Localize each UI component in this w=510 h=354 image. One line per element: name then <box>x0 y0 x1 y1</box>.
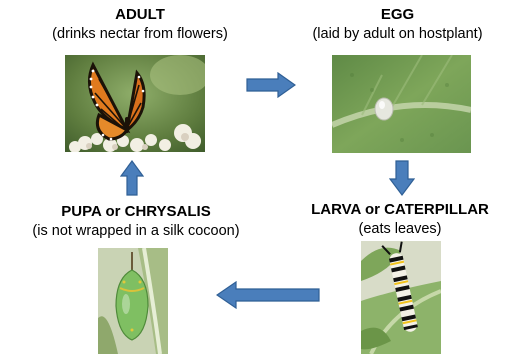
larva-subtitle: (eats leaves) <box>300 220 500 238</box>
egg-title: EGG <box>285 6 510 25</box>
arrow-left-shape <box>217 282 319 308</box>
egg-subtitle: (laid by adult on hostplant) <box>285 25 510 43</box>
arrow-egg-to-larva <box>389 160 415 196</box>
egg-label: EGG (laid by adult on hostplant) <box>285 6 510 43</box>
caterpillar-image <box>361 241 441 354</box>
adult-title: ADULT <box>20 6 260 25</box>
adult-subtitle: (drinks nectar from flowers) <box>20 25 260 43</box>
egg-on-leaf-image <box>332 55 471 153</box>
arrow-up-shape <box>121 161 143 195</box>
arrow-adult-to-egg <box>246 72 296 98</box>
arrow-down-shape <box>390 161 414 195</box>
pupa-label: PUPA or CHRYSALIS (is not wrapped in a s… <box>0 203 272 240</box>
chrysalis-image <box>98 248 168 354</box>
pupa-title: PUPA or CHRYSALIS <box>0 203 272 222</box>
arrow-pupa-to-adult <box>120 160 144 196</box>
pupa-subtitle: (is not wrapped in a silk cocoon) <box>0 222 272 240</box>
larva-label: LARVA or CATERPILLAR (eats leaves) <box>300 201 500 238</box>
arrow-right-shape <box>247 73 295 97</box>
adult-butterfly-image <box>65 55 205 152</box>
larva-title: LARVA or CATERPILLAR <box>300 201 500 220</box>
adult-label: ADULT (drinks nectar from flowers) <box>20 6 260 43</box>
arrow-larva-to-pupa <box>216 281 320 309</box>
